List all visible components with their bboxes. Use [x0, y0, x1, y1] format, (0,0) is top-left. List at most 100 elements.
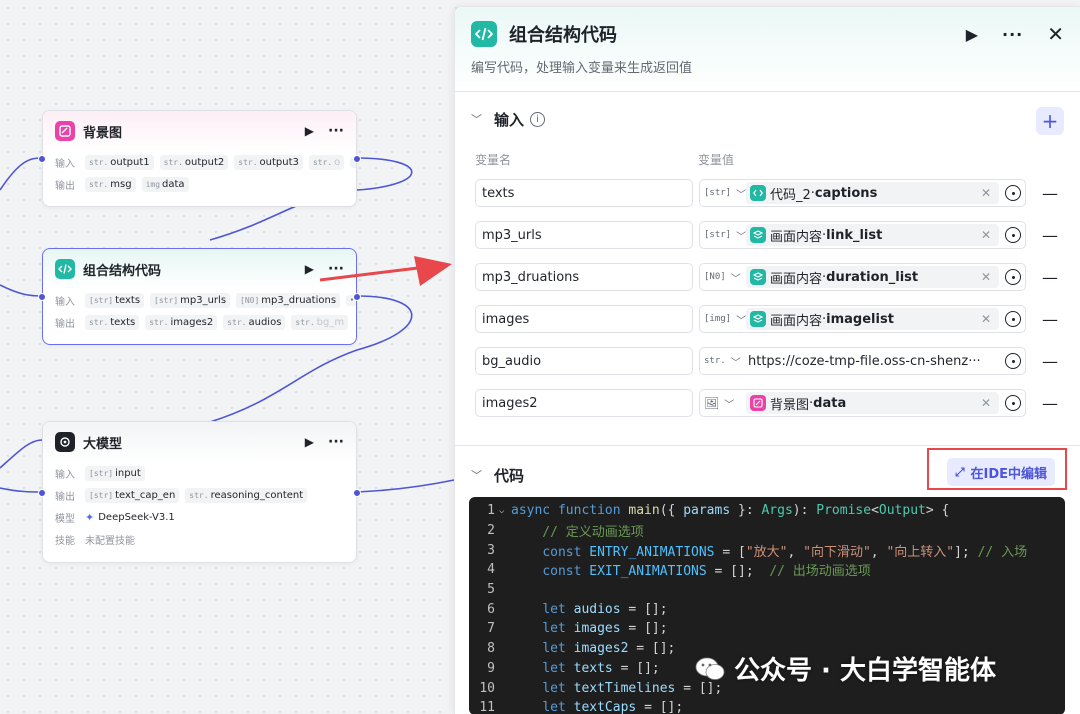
code-line: 7 let images = []; [487, 621, 668, 637]
variable-value-field[interactable]: [N0]﹀ 画面内容 · duration_list ✕ [699, 263, 1026, 291]
remove-variable-button[interactable]: — [1042, 225, 1058, 245]
type-selector[interactable]: [str]﹀ [704, 186, 746, 201]
node-bg-image[interactable]: 背景图 ▶ ··· 输入 str.output1 str.output2 str… [38, 110, 361, 207]
input-port[interactable] [38, 489, 46, 497]
info-icon[interactable]: i [530, 111, 546, 127]
play-icon[interactable]: ▶ [304, 262, 315, 276]
edge-left-llm [0, 487, 43, 493]
column-header-value: 变量值 [698, 153, 735, 167]
variable-value-field[interactable]: [str]﹀ 画面内容 · link_list ✕ [699, 221, 1026, 249]
variable-value-field[interactable]: [str]﹀ 代码_2 · captions ✕ [699, 179, 1026, 207]
clear-icon[interactable]: ✕ [980, 396, 991, 410]
node-model-row: 模型 ✦ DeepSeek-V3.1 [43, 506, 356, 528]
reference-picker-icon[interactable] [1005, 395, 1021, 411]
code-editor[interactable]: 1⌵async function main({ params }: Args):… [469, 497, 1065, 714]
add-variable-button[interactable]: + [1036, 107, 1064, 135]
variable-value-field[interactable]: 🖼﹀ 背景图 · data ✕ [699, 389, 1026, 417]
code-line: 5 [487, 582, 495, 598]
clear-icon[interactable]: ✕ [980, 270, 991, 284]
run-icon[interactable]: ▶ [965, 24, 978, 44]
type-selector[interactable]: [str]﹀ [704, 228, 746, 243]
code-line: 8 let images2 = []; [487, 641, 676, 657]
code-icon [471, 21, 497, 47]
reference-chip[interactable]: 画面内容 · duration_list ✕ [746, 266, 999, 288]
node-output-row: 输出 [str]text_cap_en str.reasoning_conten… [43, 484, 356, 506]
reference-chip[interactable]: 代码_2 · captions ✕ [746, 182, 999, 204]
output-chip: [str]text_cap_en [85, 487, 180, 503]
section-divider [455, 445, 1080, 446]
chevron-down-icon: ﹀ [736, 315, 747, 327]
layers-icon [750, 311, 766, 327]
input-port[interactable] [38, 293, 46, 301]
remove-variable-button[interactable]: — [1042, 183, 1058, 203]
type-selector[interactable]: str.﹀ [704, 354, 746, 369]
reference-picker-icon[interactable] [1005, 227, 1021, 243]
edge-code-out [209, 295, 413, 423]
type-selector[interactable]: 🖼﹀ [704, 396, 746, 411]
output-chip: str.bg_m [291, 314, 349, 330]
variable-name-input[interactable]: images2 [475, 389, 693, 417]
reference-picker-icon[interactable] [1005, 311, 1021, 327]
input-label: 输入 [55, 296, 75, 308]
play-icon[interactable]: ▶ [304, 124, 315, 138]
chevron-down-icon[interactable]: ﹀ [471, 469, 482, 482]
output-port[interactable] [353, 155, 361, 163]
reference-chip[interactable]: 背景图 · data ✕ [746, 392, 999, 414]
chevron-down-icon: ﹀ [730, 273, 741, 285]
play-icon[interactable]: ▶ [304, 435, 315, 449]
code-section-header[interactable]: ﹀ 代码 [471, 463, 524, 487]
variable-value-field[interactable]: str.﹀ https://coze-tmp-file.oss-cn-shenz… [699, 347, 1026, 375]
edit-in-ide-button[interactable]: ⤢ 在IDE中编辑 [947, 458, 1055, 486]
more-icon[interactable]: ··· [1002, 24, 1024, 44]
node-config-panel: 组合结构代码 ▶ ··· ✕ 编写代码，处理输入变量来生成返回值 ﹀ 输入 i … [454, 6, 1080, 714]
more-chip[interactable]: ··· [346, 294, 356, 306]
variable-row: images2 🖼﹀ 背景图 · data ✕ — [475, 389, 1065, 417]
constant-value-input[interactable]: https://coze-tmp-file.oss-cn-shenz··· [748, 353, 981, 369]
variable-name-input[interactable]: mp3_urls [475, 221, 693, 249]
code-line: 6 let audios = []; [487, 601, 668, 617]
clear-icon[interactable]: ✕ [980, 186, 991, 200]
clear-icon[interactable]: ✕ [980, 312, 991, 326]
more-icon[interactable]: ··· [328, 434, 344, 450]
input-chip: [str]mp3_urls [150, 292, 231, 308]
output-port[interactable] [353, 293, 361, 301]
node-input-row: 输入 [str]texts [str]mp3_urls [N0]mp3_drua… [43, 289, 356, 311]
annotation-arrow [319, 256, 452, 286]
variable-row: mp3_urls [str]﹀ 画面内容 · link_list ✕ — [475, 221, 1065, 249]
reference-picker-icon[interactable] [1005, 269, 1021, 285]
node-llm[interactable]: 大模型 ▶ ··· 输入 [str]input 输出 [str]text_cap… [38, 421, 361, 563]
variable-name-input[interactable]: bg_audio [475, 347, 693, 375]
type-selector[interactable]: [img]﹀ [704, 312, 746, 327]
clear-icon[interactable]: ✕ [980, 228, 991, 242]
chevron-down-icon[interactable]: ﹀ [471, 113, 482, 126]
type-selector[interactable]: [N0]﹀ [704, 270, 746, 285]
variable-name-input[interactable]: texts [475, 179, 693, 207]
remove-variable-button[interactable]: — [1042, 351, 1058, 371]
more-icon[interactable]: ··· [328, 261, 344, 277]
remove-variable-button[interactable]: — [1042, 309, 1058, 329]
remove-variable-button[interactable]: — [1042, 267, 1058, 287]
variable-value-field[interactable]: [img]﹀ 画面内容 · imagelist ✕ [699, 305, 1026, 333]
output-chip: str.images2 [145, 314, 218, 330]
variable-row: texts [str]﹀ 代码_2 · captions ✕ — [475, 179, 1065, 207]
reference-chip[interactable]: 画面内容 · link_list ✕ [746, 224, 999, 246]
remove-variable-button[interactable]: — [1042, 393, 1058, 413]
reference-picker-icon[interactable] [1005, 353, 1021, 369]
close-icon[interactable]: ✕ [1047, 22, 1064, 46]
output-chip: str.reasoning_content [185, 487, 308, 503]
node-output-row: 输出 str.texts str.images2 str.audios str.… [43, 311, 356, 333]
input-section-header[interactable]: ﹀ 输入 i [471, 107, 546, 131]
node-combine-code[interactable]: 组合结构代码 ▶ ··· 输入 [str]texts [str]mp3_urls… [38, 248, 361, 345]
output-port[interactable] [353, 489, 361, 497]
variable-name-input[interactable]: mp3_druations [475, 263, 693, 291]
input-port[interactable] [38, 155, 46, 163]
more-icon[interactable]: ··· [328, 123, 344, 139]
input-chip: str.output3 [234, 154, 303, 170]
variable-row: mp3_druations [N0]﹀ 画面内容 · duration_list… [475, 263, 1065, 291]
reference-picker-icon[interactable] [1005, 185, 1021, 201]
variable-name-input[interactable]: images [475, 305, 693, 333]
reference-chip[interactable]: 画面内容 · imagelist ✕ [746, 308, 999, 330]
chevron-down-icon: ﹀ [736, 231, 747, 243]
